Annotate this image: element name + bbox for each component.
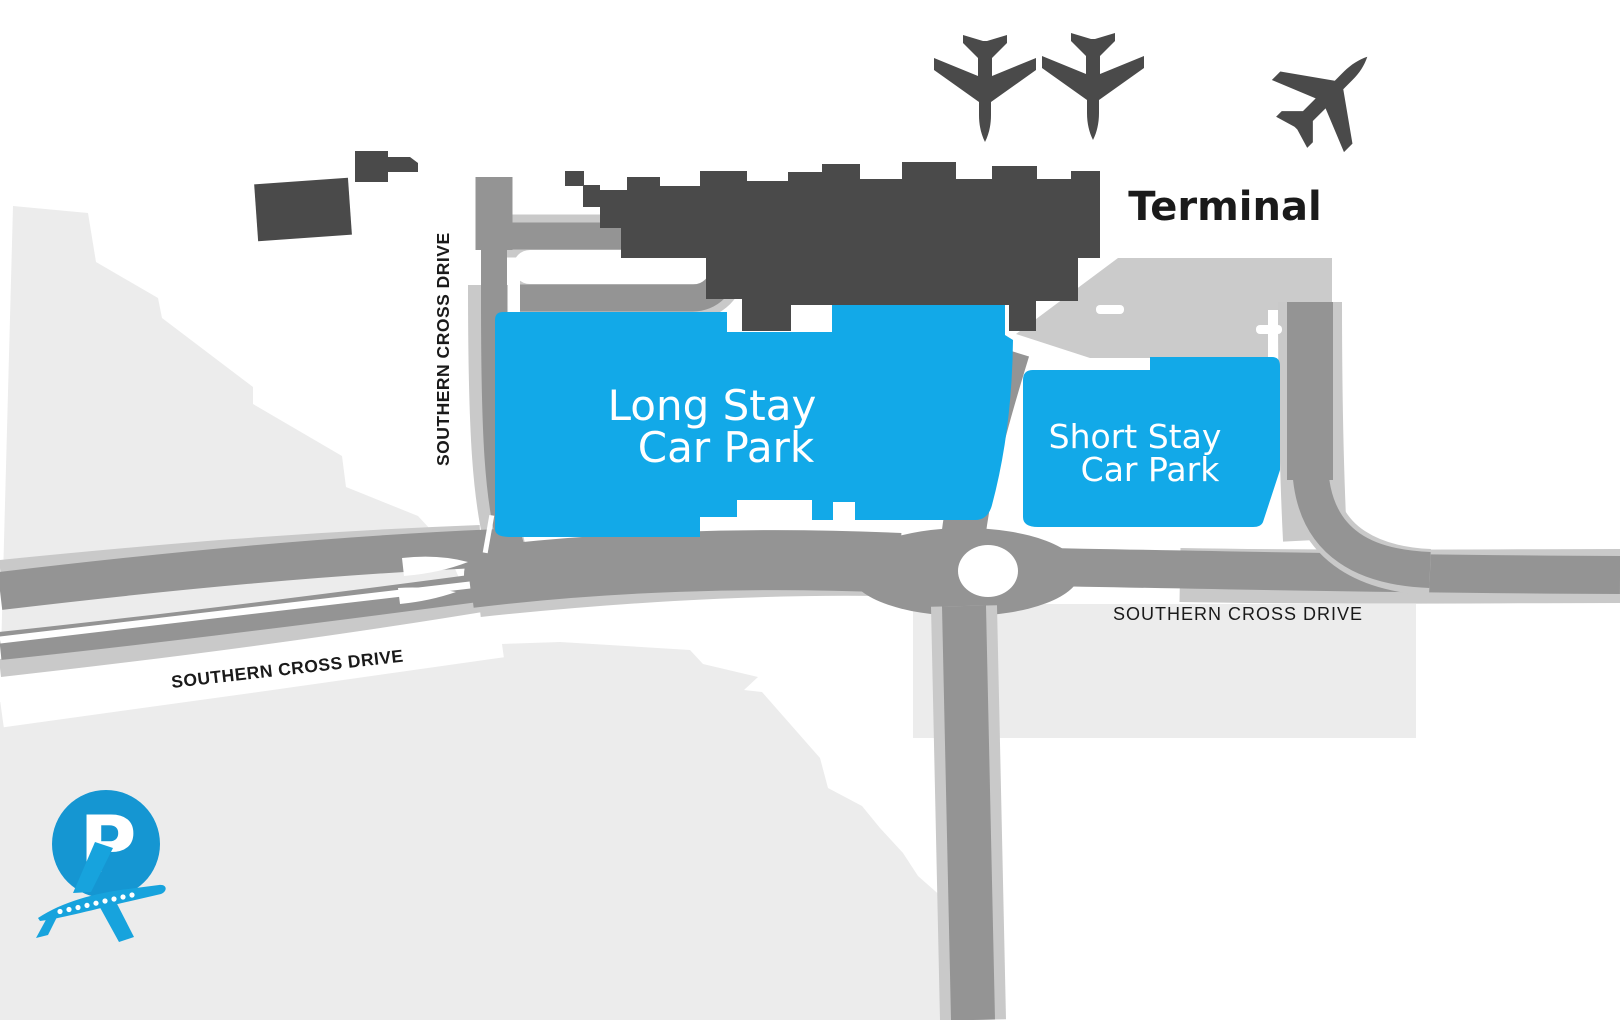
parking-logo: P [36, 790, 166, 942]
forecourt-marking-2 [1256, 325, 1282, 334]
south-road-margin [0, 602, 505, 728]
airplane-icon [1255, 20, 1404, 169]
road-label-west: SOUTHERN CROSS DRIVE [433, 232, 453, 466]
long-stay-label-line1: Long Stay [608, 381, 817, 430]
airplane-icon [36, 842, 166, 942]
airplane-icon [934, 35, 1036, 142]
building-1 [254, 177, 352, 242]
lane-dash-west [482, 514, 495, 554]
forecourt-marking-1 [1096, 305, 1124, 314]
terminal-forecourt [1016, 258, 1332, 358]
long-stay-label-line2: Car Park [638, 423, 815, 472]
main-road [466, 530, 902, 608]
parking-p-icon [52, 790, 160, 898]
short-stay-label-line2: Car Park [1081, 450, 1221, 489]
east-access-curve [1292, 459, 1431, 588]
short-stay-label-line1: Short Stay [1049, 417, 1222, 456]
east-road [999, 547, 1620, 594]
airplane-icon [1042, 33, 1144, 140]
short-stay-car-park [1023, 357, 1280, 527]
long-stay-car-park [495, 292, 1013, 537]
roundabout-island [958, 545, 1018, 597]
terminal-building [565, 162, 1100, 331]
south-road-lower-edge [0, 591, 502, 677]
plane-windows [57, 892, 135, 915]
building-2 [355, 151, 418, 182]
bottom-left-landmass [0, 642, 976, 1020]
median-line [0, 581, 471, 644]
outbuildings [254, 151, 418, 242]
road-label-east: SOUTHERN CROSS DRIVE [1113, 604, 1363, 624]
terminal-label: Terminal [1128, 184, 1321, 230]
terminal-loop-island [513, 250, 725, 284]
south-exit-road [942, 605, 995, 1020]
south-road-upper-carriageway [0, 529, 501, 610]
traffic-island-1 [402, 556, 468, 576]
